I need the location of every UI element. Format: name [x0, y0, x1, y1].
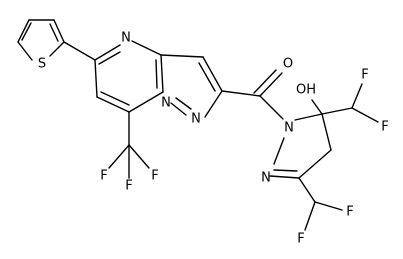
bond	[53, 19, 65, 43]
bond	[253, 69, 277, 94]
bond	[63, 41, 96, 61]
bond	[128, 91, 164, 113]
bond	[311, 99, 323, 115]
bond	[321, 107, 353, 115]
bond	[294, 113, 323, 121]
atom-labels: S N N N O N N OH F F F F F F F	[38, 31, 389, 247]
chf2-top-fluorine-1-label: F	[361, 68, 368, 83]
chf2-bottom-fluorine-1-label: F	[346, 205, 353, 220]
chf2-top-fluorine-2-label: F	[381, 120, 388, 135]
bond	[351, 83, 363, 109]
bond	[221, 90, 261, 97]
cf3-fluorine-right-label: F	[151, 169, 158, 184]
bond	[298, 149, 332, 179]
bond	[198, 62, 216, 92]
bond	[351, 107, 379, 123]
bond	[100, 91, 130, 106]
bond	[131, 40, 162, 56]
cf3-fluorine-left-label: F	[100, 169, 107, 184]
carbonyl-oxygen-label: O	[283, 57, 293, 72]
bond	[98, 51, 121, 65]
bond	[314, 201, 343, 211]
bonds	[17, 19, 379, 231]
pyrazoline-nitrogen-2-label: N	[261, 171, 271, 186]
bond	[170, 102, 187, 116]
bond	[17, 19, 30, 43]
bond	[94, 44, 121, 61]
bond	[160, 54, 204, 58]
bond	[321, 113, 332, 151]
bond	[17, 41, 33, 61]
pyrazoline-nitrogen-1-label: N	[284, 121, 294, 136]
bond	[175, 97, 192, 110]
chf2-bottom-fluorine-2-label: F	[297, 232, 304, 247]
bond	[298, 177, 316, 203]
pyrazole-nitrogen-label: N	[191, 112, 201, 127]
bond	[94, 59, 98, 98]
bridge-nitrogen-label: N	[161, 96, 171, 111]
bond	[204, 90, 223, 118]
pyrimidine-nitrogen-label: N	[121, 31, 131, 46]
bond	[128, 144, 150, 169]
bond	[160, 54, 164, 93]
bond	[273, 169, 298, 172]
hydroxyl-label: OH	[296, 83, 316, 98]
bond	[269, 175, 300, 179]
bond	[21, 22, 32, 41]
bond	[49, 41, 65, 57]
bond	[259, 95, 284, 120]
bond	[49, 23, 59, 42]
thiophene-sulfur-label: S	[38, 57, 46, 72]
bond	[259, 72, 283, 97]
bond	[155, 59, 158, 89]
bond	[202, 56, 223, 92]
bond	[304, 201, 316, 231]
bond	[108, 144, 130, 169]
cf3-fluorine-bottom-label: F	[125, 179, 132, 194]
bond	[273, 137, 285, 165]
bond	[96, 96, 130, 113]
